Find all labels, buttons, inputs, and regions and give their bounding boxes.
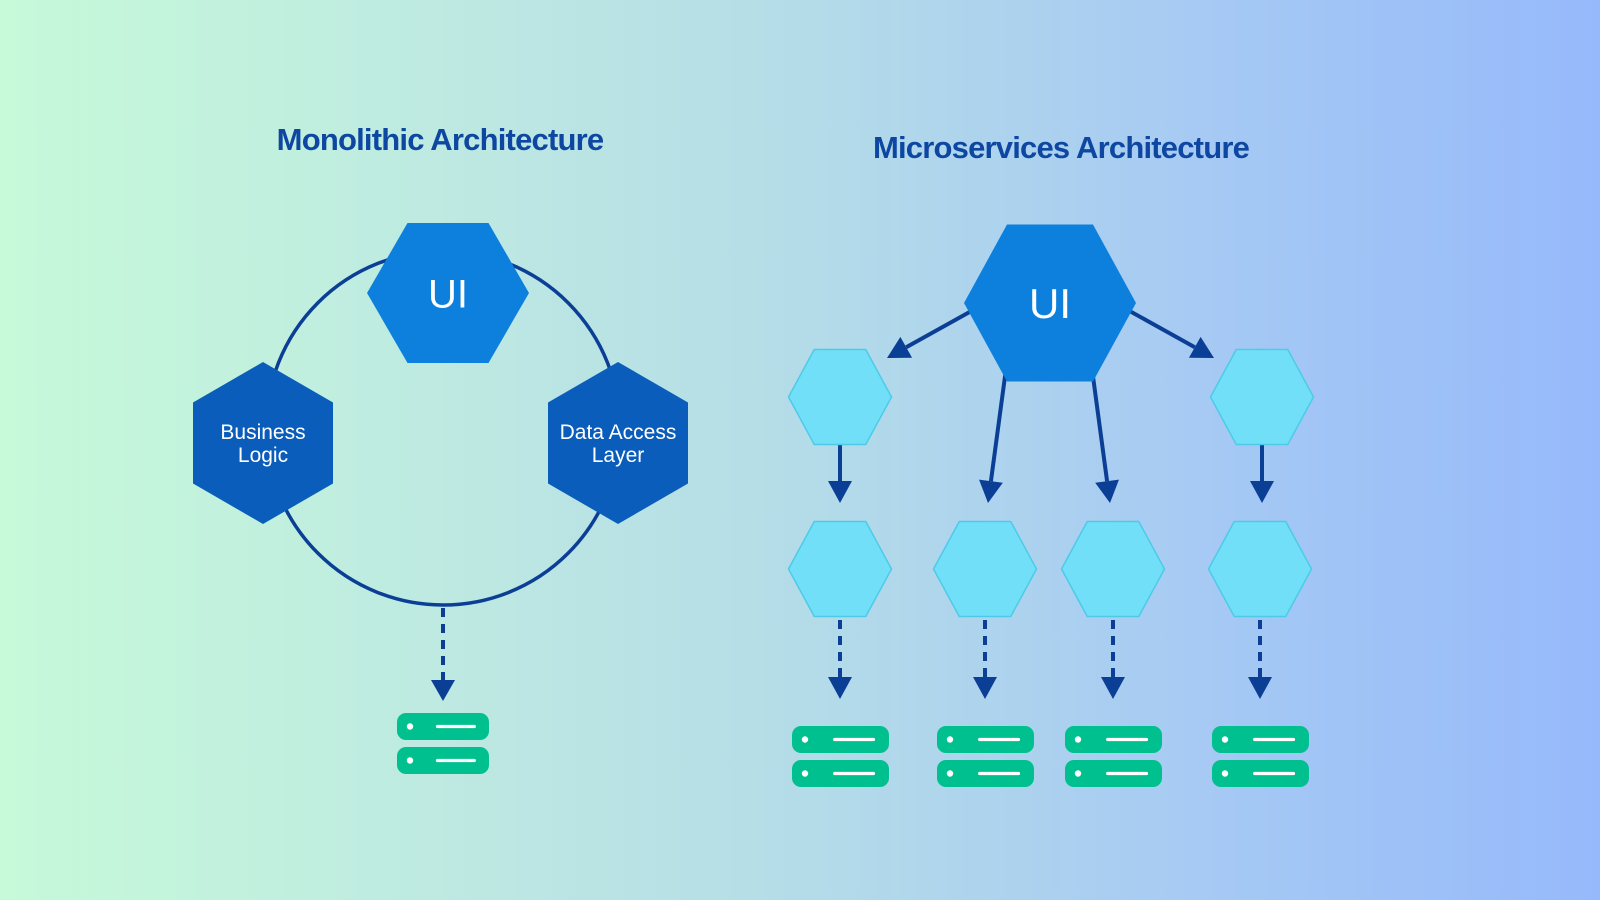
service-1-to-bottom-arrow: [828, 445, 852, 503]
monolithic-db-arrowhead: [431, 680, 455, 701]
hexagon-shape: [367, 223, 529, 363]
service-hexagon-2: [932, 520, 1038, 618]
ui-to-service-2-arrow: [979, 368, 1008, 503]
node-label: UI: [1029, 280, 1071, 327]
db-status-dot-icon: [801, 770, 809, 777]
service-hexagon-1: [787, 520, 893, 618]
microservices-title: Microservices Architecture: [872, 130, 1250, 165]
service-3-db-connector: [1101, 620, 1125, 699]
microservice-database-icon-2: [937, 726, 1034, 787]
hexagon-shape: [548, 362, 688, 524]
service-hexagon-3: [1060, 520, 1166, 618]
node-label: UI: [428, 272, 468, 316]
db-status-dot-icon: [406, 723, 414, 730]
hexagon-shape: [964, 224, 1136, 382]
service-hexagon-upper-1: [787, 348, 893, 446]
microservice-database-icon-3: [1065, 726, 1162, 787]
hexagon-shape: [193, 362, 333, 524]
service-hexagon-4: [1207, 520, 1313, 618]
ui-to-service-1-arrow: [887, 307, 976, 358]
ui-to-service-3-arrow: [1090, 368, 1119, 503]
monolithic-database-icon: [397, 713, 489, 774]
hexagon-shape: [787, 520, 893, 618]
monolithic-node-ui: UI: [367, 223, 529, 363]
ui-to-service-4-arrow: [1125, 307, 1214, 358]
service-hexagon-upper-4: [1209, 348, 1315, 446]
node-label: Logic: [238, 444, 288, 467]
microservice-database-icon-1: [792, 726, 889, 787]
node-label: Data Access: [560, 421, 677, 444]
service-1-db-connector: [828, 620, 852, 699]
node-label: Layer: [592, 444, 645, 467]
service-2-db-connector: [973, 620, 997, 699]
hexagon-shape: [1209, 348, 1315, 446]
node-label: Business: [220, 421, 305, 444]
db-status-dot-icon: [1074, 770, 1082, 777]
db-status-dot-icon: [1221, 770, 1229, 777]
hexagon-shape: [787, 348, 893, 446]
db-status-dot-icon: [946, 770, 954, 777]
microservices-ui-node: UI: [964, 224, 1136, 382]
service-4-db-connector: [1248, 620, 1272, 699]
service-4-to-bottom-arrow: [1250, 445, 1274, 503]
monolithic-title: Monolithic Architecture: [276, 122, 604, 157]
hexagon-shape: [1207, 520, 1313, 618]
hexagon-shape: [932, 520, 1038, 618]
db-status-dot-icon: [406, 757, 414, 764]
microservice-database-icon-4: [1212, 726, 1309, 787]
hexagon-shape: [1060, 520, 1166, 618]
db-status-dot-icon: [1221, 736, 1229, 743]
db-status-dot-icon: [946, 736, 954, 743]
db-status-dot-icon: [1074, 736, 1082, 743]
db-status-dot-icon: [801, 736, 809, 743]
